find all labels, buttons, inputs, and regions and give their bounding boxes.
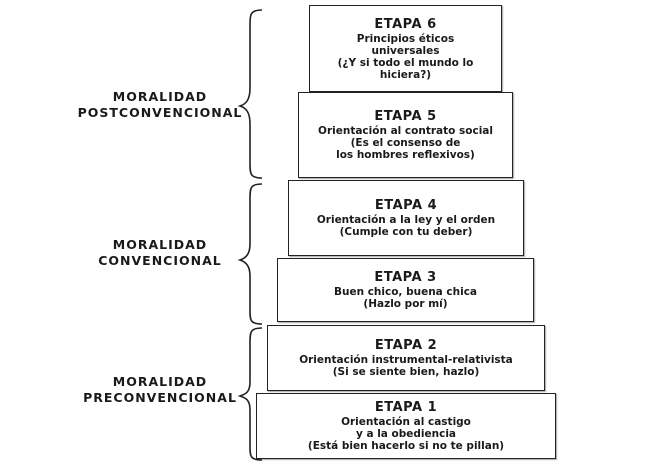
group-label-line: PRECONVENCIONAL xyxy=(83,390,237,405)
stage-2-title: ETAPA 2 xyxy=(374,338,438,353)
stage-1-line: Orientación al castigo xyxy=(341,416,471,428)
brace-conventional xyxy=(237,183,263,325)
stage-3-box: ETAPA 3 Buen chico, buena chica (Hazlo p… xyxy=(277,258,534,322)
stage-5-line: Orientación al contrato social xyxy=(318,125,493,137)
group-label-line: MORALIDAD xyxy=(112,237,208,252)
stage-5-line: (Es el consenso de xyxy=(350,137,461,149)
stage-6-box: ETAPA 6 Principios éticos universales (¿… xyxy=(309,5,502,92)
group-label-preconventional: MORALIDAD PRECONVENCIONAL xyxy=(60,374,260,406)
stage-6-line: (¿Y si todo el mundo lo xyxy=(337,56,474,69)
stage-1-line: y a la obediencia xyxy=(355,428,457,440)
stage-3-title: ETAPA 3 xyxy=(374,270,437,285)
stage-4-line: Orientación a la ley y el orden xyxy=(316,214,496,226)
stage-3-line: (Hazlo por mí) xyxy=(363,298,448,310)
stage-4-title: ETAPA 4 xyxy=(374,198,438,213)
stage-5-title: ETAPA 5 xyxy=(374,109,437,124)
stage-1-box: ETAPA 1 Orientación al castigo y a la ob… xyxy=(256,393,556,459)
stage-3-line: Buen chico, buena chica xyxy=(333,286,478,298)
group-label-line: CONVENCIONAL xyxy=(98,253,222,268)
stage-6-line: Principios éticos xyxy=(356,32,455,45)
group-label-line: MORALIDAD xyxy=(112,89,208,104)
stage-6-line: universales xyxy=(371,44,440,57)
stage-6-line: hiciera?) xyxy=(379,68,432,81)
group-label-postconventional: MORALIDAD POSTCONVENCIONAL xyxy=(60,89,260,121)
stage-1-line: (Está bien hacerlo si no te pillan) xyxy=(307,440,505,452)
stage-4-box: ETAPA 4 Orientación a la ley y el orden … xyxy=(288,180,524,256)
brace-postconventional xyxy=(237,9,263,179)
brace-preconventional xyxy=(237,327,263,461)
stage-4-line: (Cumple con tu deber) xyxy=(339,226,473,238)
stage-2-box: ETAPA 2 Orientación instrumental-relativ… xyxy=(267,325,545,391)
group-label-line: MORALIDAD xyxy=(112,374,208,389)
stage-1-title: ETAPA 1 xyxy=(374,400,438,415)
stage-6-title: ETAPA 6 xyxy=(374,16,437,32)
stage-2-line: (Si se siente bien, hazlo) xyxy=(332,366,480,378)
stage-5-box: ETAPA 5 Orientación al contrato social (… xyxy=(298,92,513,178)
group-label-line: POSTCONVENCIONAL xyxy=(77,105,243,120)
stage-5-line: los hombres reflexivos) xyxy=(336,149,475,161)
stage-2-line: Orientación instrumental-relativista xyxy=(299,354,513,366)
group-label-conventional: MORALIDAD CONVENCIONAL xyxy=(60,237,260,269)
